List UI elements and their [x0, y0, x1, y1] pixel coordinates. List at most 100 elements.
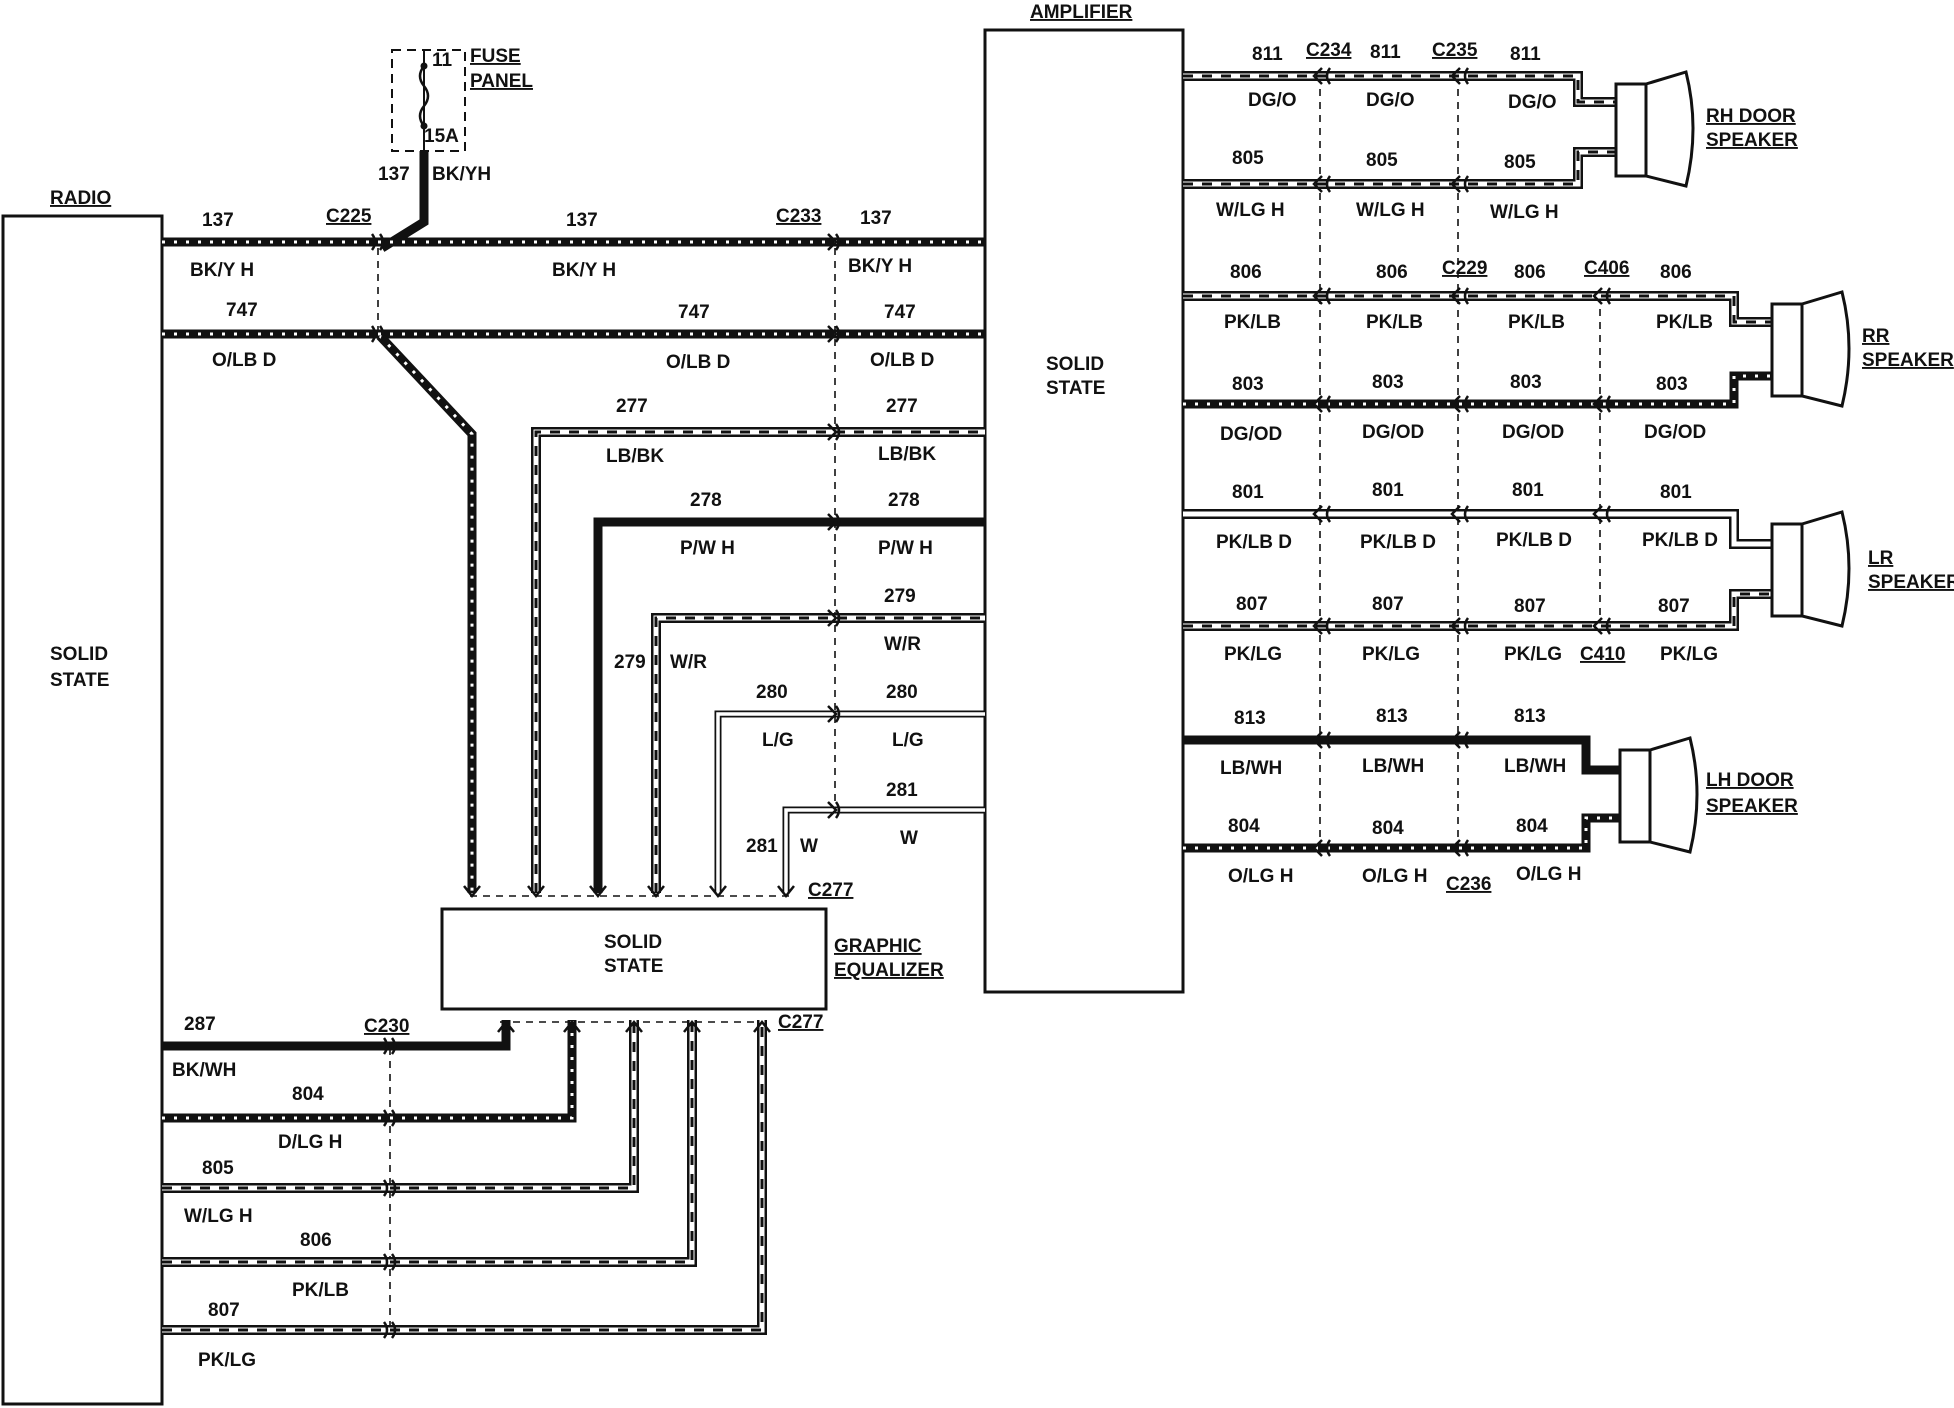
- wire-label: PK/LB D: [1496, 530, 1572, 551]
- wire-279: [651, 613, 985, 893]
- wire-label: 807: [1372, 594, 1404, 615]
- wire-label: 277: [616, 396, 648, 417]
- wire-label: 279: [884, 586, 916, 607]
- rh-door-speaker-icon: [1614, 70, 1695, 188]
- lr-speaker-label-2: SPEAKER: [1868, 572, 1954, 593]
- wire-label: 806: [1376, 262, 1408, 283]
- wire-label: DG/OD: [1362, 422, 1424, 443]
- wire-label: 747: [226, 300, 258, 321]
- rr-speaker-label-2: SPEAKER: [1862, 350, 1954, 371]
- rr-speaker-label-1: RR: [1862, 326, 1890, 347]
- wire-label: 279: [614, 652, 646, 673]
- fuse-number: 11: [432, 50, 453, 71]
- lh-door-speaker-label-2: SPEAKER: [1706, 796, 1798, 817]
- wire-278: [593, 517, 985, 893]
- amplifier-state-label: STATE: [1046, 378, 1105, 399]
- wire-label: 804: [1516, 816, 1548, 837]
- wire-label: O/LG H: [1228, 866, 1293, 887]
- connector-c406: C406: [1584, 258, 1629, 279]
- wire-label: DG/OD: [1502, 422, 1564, 443]
- rh-door-speaker-label-1: RH DOOR: [1706, 106, 1796, 127]
- wire-label: 806: [1230, 262, 1262, 283]
- radio-state-label: STATE: [50, 670, 109, 691]
- wire-label: 806: [1660, 262, 1692, 283]
- wire-label: 280: [756, 682, 788, 703]
- wire-807-amp: [1183, 589, 1772, 631]
- wire-label: W/R: [670, 652, 707, 673]
- wire-747: [162, 329, 985, 893]
- wire-label: PK/LG: [1504, 644, 1562, 665]
- wire-807-radio: [162, 1020, 767, 1335]
- wire-label: 805: [1366, 150, 1398, 171]
- rh-door-speaker-label-2: SPEAKER: [1706, 130, 1798, 151]
- equalizer-solid-label: SOLID: [604, 932, 662, 953]
- wire-label: W/R: [884, 634, 921, 655]
- wire-806-radio: [162, 1020, 697, 1267]
- wire-label: W/LG H: [184, 1206, 253, 1227]
- fuse-element-icon: [418, 65, 430, 127]
- wire-label: 280: [886, 682, 918, 703]
- wire-label: PK/LB D: [1216, 532, 1292, 553]
- wire-label: BK/WH: [172, 1060, 236, 1081]
- fuse-panel-title-1: FUSE: [470, 46, 521, 67]
- wire-label: PK/LB: [1508, 312, 1565, 333]
- radio-box: [1, 214, 164, 1406]
- wire-805-radio: [162, 1020, 639, 1193]
- wire-label: 813: [1514, 706, 1546, 727]
- wire-label: 803: [1232, 374, 1264, 395]
- wire-label: W/LG H: [1356, 200, 1425, 221]
- wire-label: DG/OD: [1220, 424, 1282, 445]
- wire-label: LB/WH: [1220, 758, 1282, 779]
- wire-label: LB/WH: [1362, 756, 1424, 777]
- wire-label: LB/BK: [606, 446, 664, 467]
- wire-label: PK/LB: [292, 1280, 349, 1301]
- connector-c230: C230: [364, 1016, 409, 1037]
- wire-label: PK/LG: [198, 1350, 256, 1371]
- wire-805-amp: [1183, 147, 1616, 189]
- wire-label: LB/BK: [878, 444, 936, 465]
- lr-speaker-label-1: LR: [1868, 548, 1894, 569]
- wire-label: 803: [1510, 372, 1542, 393]
- connector-c235: C235: [1432, 40, 1478, 61]
- wire-label: 278: [690, 490, 722, 511]
- wire-label: PK/LG: [1362, 644, 1420, 665]
- wire-label: PK/LB D: [1360, 532, 1436, 553]
- wire-label: W/LG H: [1216, 200, 1285, 221]
- wire-label: DG/O: [1508, 92, 1557, 113]
- connector-c229: C229: [1442, 258, 1487, 279]
- equalizer-box: [440, 907, 828, 1011]
- wire-label: 805: [1232, 148, 1264, 169]
- wire-813-amp: [1183, 735, 1620, 775]
- radio-solid-label: SOLID: [50, 644, 108, 665]
- wire-label: 801: [1512, 480, 1544, 501]
- wire-label: BK/YH: [432, 164, 491, 185]
- wire-806-amp: [1183, 291, 1772, 327]
- wire-label: O/LG H: [1516, 864, 1581, 885]
- lr-speaker-icon: [1770, 510, 1851, 628]
- wire-801-amp: [1183, 509, 1772, 549]
- wire-label: P/W H: [878, 538, 933, 559]
- wire-label: PK/LG: [1224, 644, 1282, 665]
- wire-label: 747: [884, 302, 916, 323]
- wire-label: DG/OD: [1644, 422, 1706, 443]
- fuse-panel-title-2: PANEL: [470, 71, 533, 92]
- wire-804-amp: [1183, 813, 1620, 853]
- connector-dashed-lines: [377, 76, 1601, 1333]
- wire-label: 137: [860, 208, 892, 229]
- wire-label: 801: [1232, 482, 1264, 503]
- wire-label: 137: [202, 210, 234, 231]
- wire-label: 807: [1514, 596, 1546, 617]
- wire-label: PK/LB D: [1642, 530, 1718, 551]
- connector-c277-top: C277: [808, 880, 853, 901]
- connector-symbols: [370, 67, 1612, 1339]
- connector-c233: C233: [776, 206, 821, 227]
- wire-label: PK/LB: [1366, 312, 1423, 333]
- wire-label: 801: [1660, 482, 1692, 503]
- wire-label: L/G: [892, 730, 924, 751]
- wire-label: D/LG H: [278, 1132, 342, 1153]
- equalizer-title-1: GRAPHIC: [834, 936, 922, 957]
- wire-label: 281: [746, 836, 778, 857]
- connector-c410: C410: [1580, 644, 1625, 665]
- wire-label: 804: [1372, 818, 1404, 839]
